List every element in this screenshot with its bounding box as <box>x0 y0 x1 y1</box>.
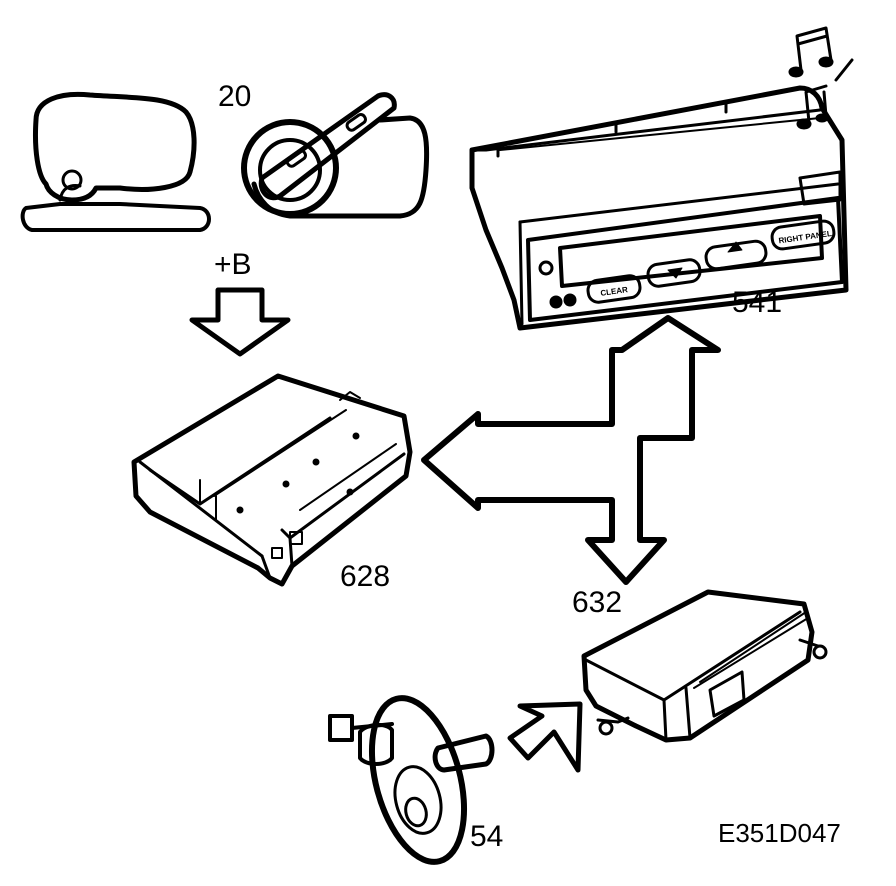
component-label-541: 541 <box>732 286 783 319</box>
radio-clear-button-label: CLEAR <box>600 285 629 298</box>
key-head-illustration <box>20 91 211 232</box>
radio-unit-illustration <box>469 85 849 331</box>
component-label-54: 54 <box>470 820 504 853</box>
ignition-switch-illustration <box>241 92 430 219</box>
music-notes-icon <box>788 26 854 130</box>
module-628-illustration <box>131 373 413 587</box>
supply-label: +B <box>214 248 252 281</box>
component-label-20: 20 <box>218 80 252 113</box>
signal-arrow <box>507 701 583 773</box>
supply-arrow <box>189 287 291 357</box>
component-label-628: 628 <box>340 560 391 593</box>
module-632-illustration <box>581 589 828 743</box>
component-label-632: 632 <box>572 586 623 619</box>
data-bus-arrows <box>421 315 721 585</box>
figure-code: E351D047 <box>718 818 841 848</box>
key-cylinder-illustration <box>328 695 495 865</box>
